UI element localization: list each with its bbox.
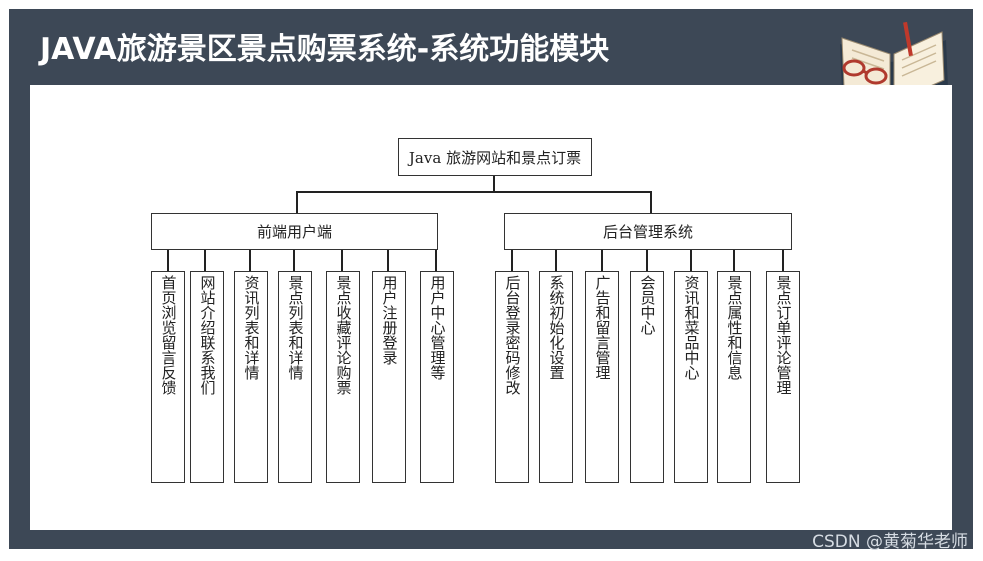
leaf-module: 会员中心 <box>630 271 664 483</box>
leaf-module: 后台登录密码修改 <box>495 271 529 483</box>
connector-admin-child <box>601 249 603 272</box>
watermark: CSDN @黄菊华老师 <box>812 527 968 552</box>
leaf-module: 景点列表和详情 <box>278 271 312 483</box>
leaf-module: 系统初始化设置 <box>539 271 573 483</box>
leaf-module: 景点收藏评论购票 <box>326 271 360 483</box>
leaf-module: 景点订单评论管理 <box>766 271 800 483</box>
branch-frontend: 前端用户端 <box>151 213 438 250</box>
connector-branch-left <box>296 191 298 214</box>
leaf-module: 网站介绍联系我们 <box>190 271 224 483</box>
leaf-module: 景点属性和信息 <box>717 271 751 483</box>
leaf-module: 资讯和菜品中心 <box>674 271 708 483</box>
leaf-module: 用户中心管理等 <box>420 271 454 483</box>
connector-front-child <box>249 249 251 272</box>
connector-admin-child <box>555 249 557 272</box>
connector-front-child <box>435 249 437 272</box>
leaf-module: 用户注册登录 <box>372 271 406 483</box>
branch-admin: 后台管理系统 <box>504 213 792 250</box>
connector-front-child <box>341 249 343 272</box>
root-node: Java 旅游网站和景点订票 <box>398 138 592 176</box>
page-title: JAVA旅游景区景点购票系统-系统功能模块 <box>40 24 609 68</box>
connector-front-child <box>167 249 169 272</box>
leaf-module: 广告和留言管理 <box>585 271 619 483</box>
diagram-canvas: Java 旅游网站和景点订票 前端用户端 后台管理系统 首页浏览留言反馈 网站介… <box>30 85 952 530</box>
connector-root-down <box>493 175 495 191</box>
connector-admin-child <box>690 249 692 272</box>
connector-admin-child <box>782 249 784 272</box>
connector-branch-bar <box>296 191 652 193</box>
connector-front-child <box>293 249 295 272</box>
connector-admin-child <box>733 249 735 272</box>
leaf-module: 资讯列表和详情 <box>234 271 268 483</box>
connector-branch-right <box>650 191 652 214</box>
connector-admin-child <box>646 249 648 272</box>
connector-admin-child <box>511 249 513 272</box>
connector-front-child <box>204 249 206 272</box>
connector-front-child <box>387 249 389 272</box>
leaf-module: 首页浏览留言反馈 <box>151 271 185 483</box>
